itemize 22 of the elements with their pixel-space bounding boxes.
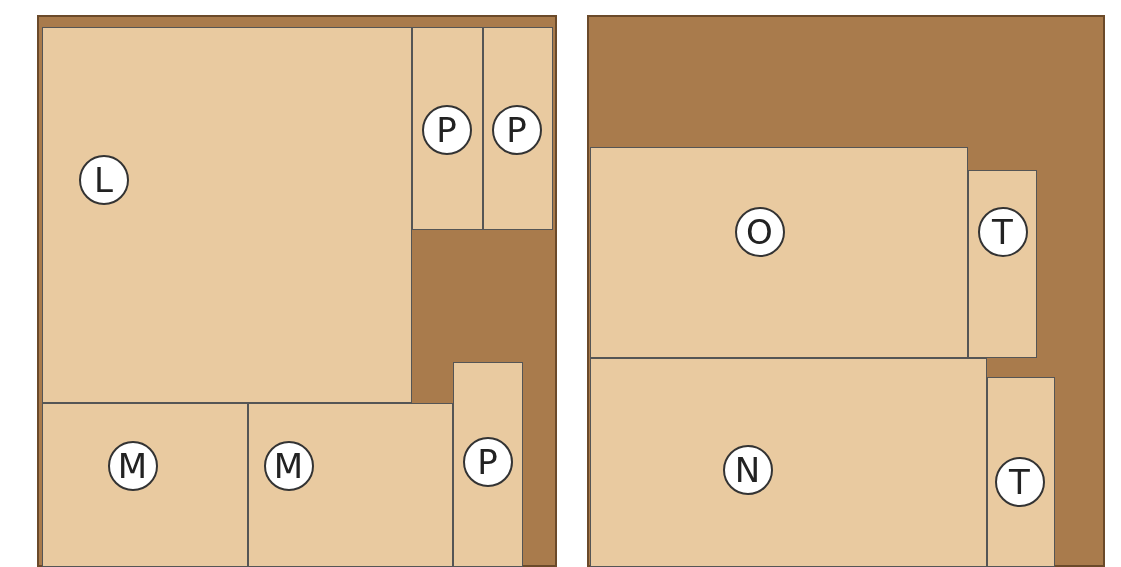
storage-area <box>42 27 412 403</box>
storage-area <box>590 147 968 358</box>
storage-area <box>987 377 1055 567</box>
letter-badge: T <box>994 456 1045 507</box>
letter-badge: M <box>107 440 158 491</box>
storage-area <box>483 27 553 230</box>
letter-badge: P <box>491 104 542 155</box>
letter-badge: L <box>78 154 129 205</box>
container-floor <box>587 15 1105 567</box>
container-floor <box>37 15 557 567</box>
letter-badge: M <box>263 440 314 491</box>
storage-area <box>42 403 248 567</box>
letter-badge: O <box>734 206 785 257</box>
storage-area <box>590 358 987 567</box>
letter-badge: N <box>722 444 773 495</box>
letter-badge: P <box>462 436 513 487</box>
storage-area <box>248 403 453 567</box>
storage-area <box>453 362 523 567</box>
letter-badge: P <box>421 104 472 155</box>
letter-badge: T <box>977 206 1028 257</box>
storage-area <box>412 27 483 230</box>
storage-area <box>968 170 1037 358</box>
